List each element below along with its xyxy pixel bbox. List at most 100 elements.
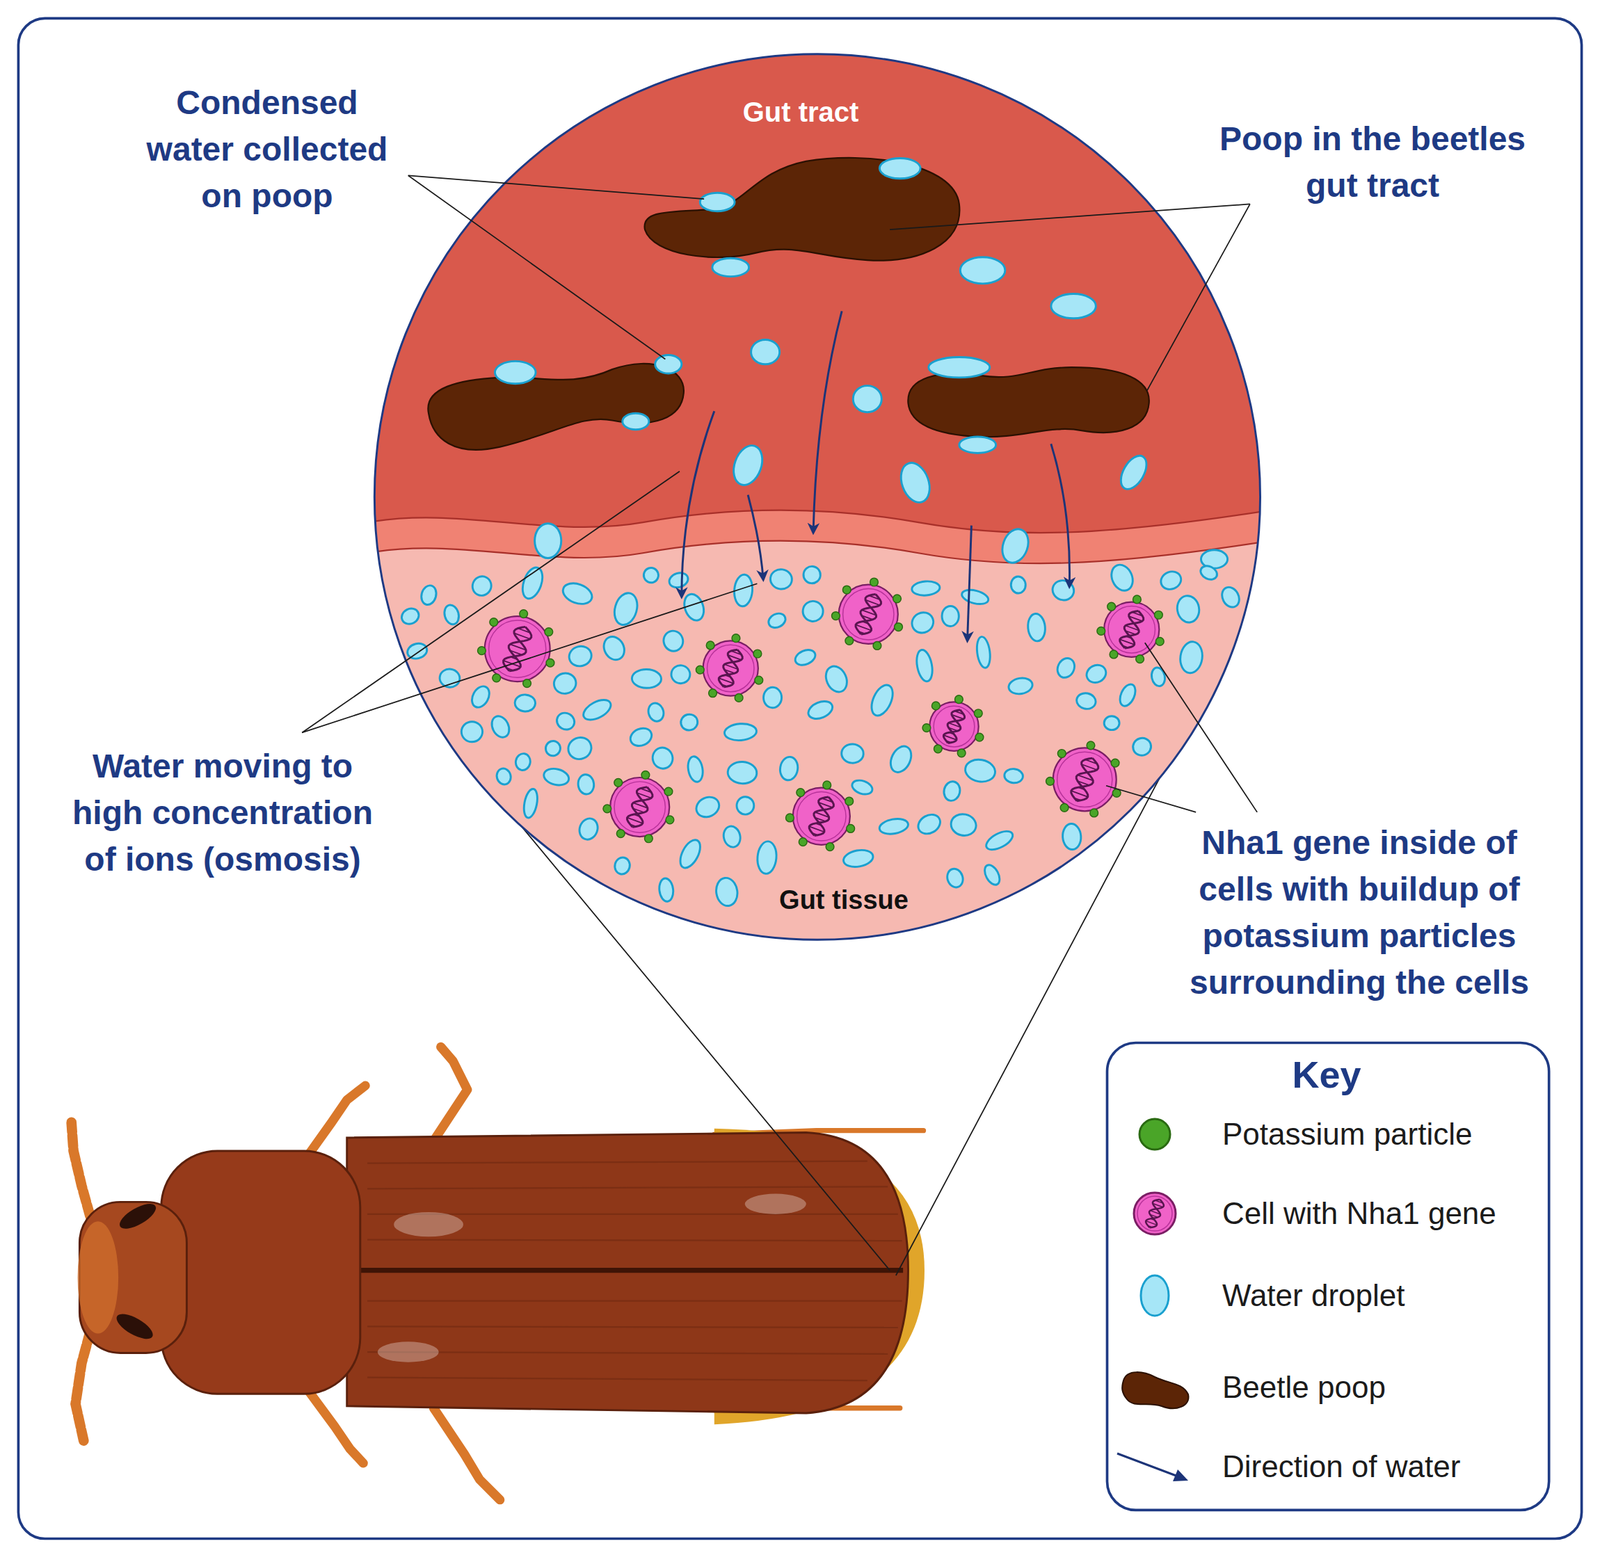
nha1-cell (1108, 606, 1155, 654)
gut-tract-region (367, 50, 1276, 949)
potassium-particle (614, 778, 623, 787)
water-droplet (669, 664, 691, 685)
potassium-particle (665, 816, 675, 825)
nha1-cell (929, 701, 979, 751)
potassium-particle (922, 724, 931, 733)
beetle-striation (367, 1240, 903, 1242)
water-droplet (649, 745, 675, 771)
water-droplet (1107, 561, 1137, 595)
potassium-particle (1133, 595, 1142, 604)
leader-line (1145, 642, 1258, 813)
water-droplet (728, 441, 768, 490)
water-droplet (867, 681, 897, 719)
potassium-particle (616, 829, 625, 839)
potassium-particle (894, 623, 903, 632)
potassium-particle (873, 642, 882, 651)
potassium-particle (842, 585, 851, 595)
leader-line (408, 175, 704, 199)
water-droplet (805, 698, 835, 723)
water-droplet (1104, 716, 1120, 731)
water-droplet (667, 571, 690, 590)
water-droplet (983, 827, 1016, 854)
water-droplet (685, 755, 705, 784)
dna-icon (941, 707, 967, 746)
dna-icon (1144, 1197, 1166, 1230)
water-droplet (751, 340, 780, 365)
potassium-particle (734, 694, 743, 703)
potassium-particle (975, 733, 984, 742)
cell-swatch (1137, 1196, 1173, 1232)
water-droplet (514, 752, 532, 772)
potassium-particle (1090, 809, 1099, 818)
beetle-highlight (745, 1194, 807, 1215)
legend-swatch (1113, 1435, 1197, 1499)
dna-icon (1068, 755, 1101, 805)
potassium-particle (798, 838, 807, 847)
water-droplet (692, 793, 723, 821)
water-droplet (534, 523, 562, 559)
water-droplet (658, 877, 675, 903)
water-droplet (438, 667, 461, 689)
water-droplet (580, 696, 614, 725)
beetle-striation (367, 1300, 903, 1303)
region-label: Gut tract (696, 94, 906, 130)
water-droplet (721, 825, 743, 850)
dna-icon (500, 624, 535, 675)
water-droplet (822, 662, 851, 696)
beetle-striation (367, 1326, 899, 1328)
potassium-particle (822, 781, 832, 790)
water-droplet (551, 671, 578, 697)
nha1-cell (614, 781, 666, 833)
water-droplet (699, 192, 735, 211)
water-droplet (1083, 662, 1110, 687)
beetle-illustration (71, 1046, 925, 1500)
legend-title: Key (1222, 1052, 1431, 1098)
nha1-cell (1057, 752, 1113, 807)
arrow-swatch (1117, 1453, 1189, 1482)
legend-swatch (1113, 1264, 1197, 1328)
water-droplet (461, 722, 483, 743)
potassium-particle (973, 709, 983, 718)
potassium-particle (641, 770, 650, 780)
water-droplet (769, 568, 794, 591)
beetle-leg (306, 1046, 924, 1500)
water-direction-arrow (747, 495, 764, 581)
leader-line (301, 583, 757, 733)
water-droplet (765, 610, 788, 631)
water-droplet (944, 866, 965, 890)
water-droplet (948, 811, 979, 838)
beetle-leg (433, 1046, 467, 1141)
water-droplet (1061, 823, 1082, 851)
legend-text: Beetle poop (1222, 1368, 1386, 1408)
dna-icon (1068, 755, 1101, 805)
potassium-particle (546, 658, 555, 668)
legend-swatch (1113, 1356, 1197, 1420)
beetle-head (77, 1221, 119, 1334)
zoom-outline (374, 54, 1260, 941)
water-droplet (468, 573, 495, 599)
nha1-cell (695, 634, 763, 702)
water-droplet (631, 669, 662, 689)
legend-text: Direction of water (1222, 1447, 1461, 1487)
water-droplet (714, 876, 740, 908)
dna-icon (624, 784, 655, 831)
dna-icon (806, 794, 837, 839)
water-droplet (852, 386, 882, 413)
dna-icon (853, 591, 884, 638)
water-droplet (778, 756, 800, 782)
water-droplet (726, 761, 757, 785)
water-droplet (610, 590, 641, 629)
water-droplet (908, 608, 938, 637)
water-droplet (678, 713, 700, 733)
beetle-leg (433, 1408, 500, 1501)
potassium-particle (644, 834, 654, 844)
potassium-particle (846, 825, 855, 834)
water-droplet (802, 565, 822, 585)
water-droplet (518, 564, 547, 602)
water-droplet (660, 628, 686, 654)
water-droplet (419, 583, 439, 607)
nha1-cell (786, 781, 855, 851)
potassium-particle (731, 634, 741, 643)
potassium-particle (832, 612, 841, 621)
potassium-particle (796, 788, 805, 798)
